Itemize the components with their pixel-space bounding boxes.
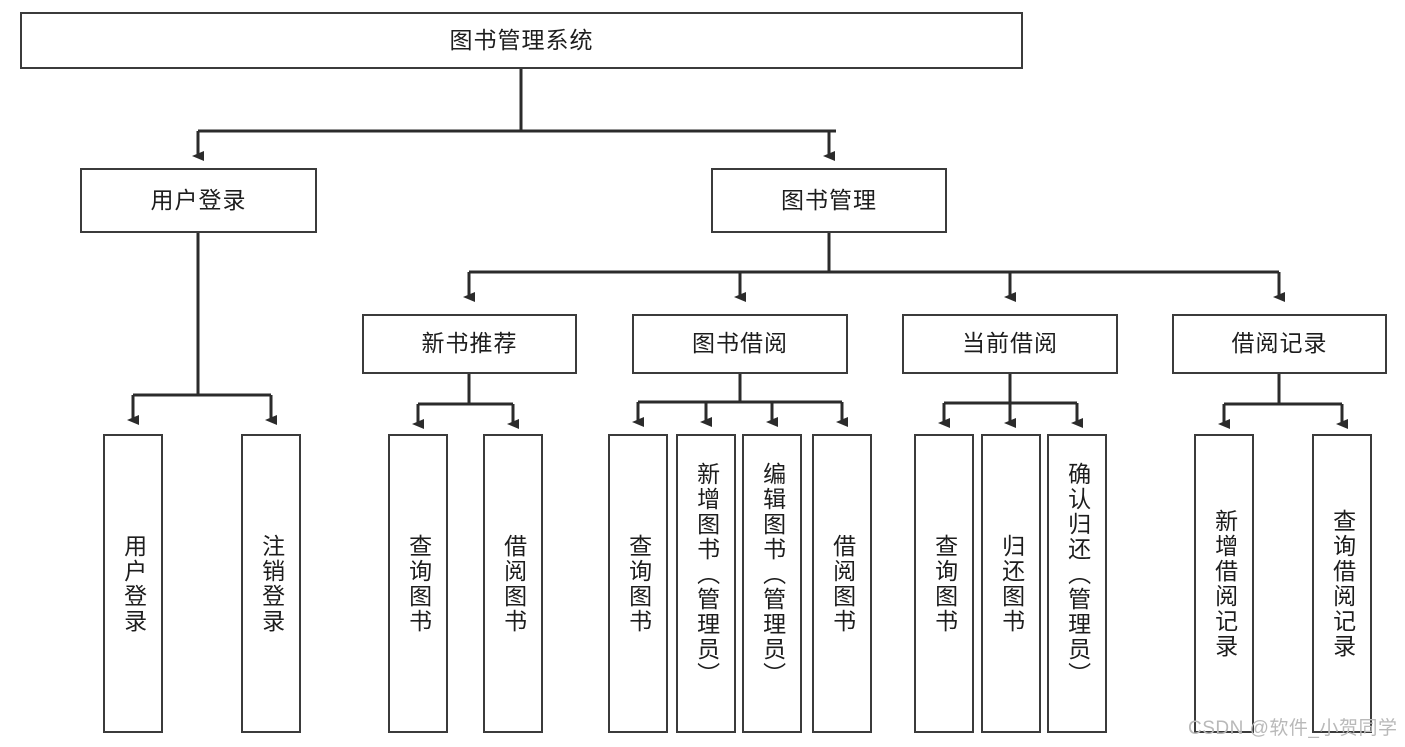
node-root-system[interactable]: 图书管理系统 xyxy=(20,12,1023,69)
leaf-label: 用户登录 xyxy=(120,533,147,634)
node-book-borrow[interactable]: 图书借阅 xyxy=(632,314,848,374)
leaf-label: 确认归还（管理员） xyxy=(1064,462,1091,687)
leaf-label: 查询借阅记录 xyxy=(1329,508,1356,659)
leaf-borrow-book-2[interactable]: 借阅图书 xyxy=(812,434,872,733)
leaf-label: 归还图书 xyxy=(998,533,1025,634)
leaf-confirm-return[interactable]: 确认归还（管理员） xyxy=(1047,434,1107,733)
leaf-query-book-3[interactable]: 查询图书 xyxy=(914,434,974,733)
leaf-label: 新增图书（管理员） xyxy=(693,462,720,687)
leaf-query-book-1[interactable]: 查询图书 xyxy=(388,434,448,733)
node-new-book-recommend[interactable]: 新书推荐 xyxy=(362,314,577,374)
leaf-query-record[interactable]: 查询借阅记录 xyxy=(1312,434,1372,733)
node-user-login[interactable]: 用户登录 xyxy=(80,168,317,233)
leaf-edit-book[interactable]: 编辑图书（管理员） xyxy=(742,434,802,733)
node-current-borrow[interactable]: 当前借阅 xyxy=(902,314,1118,374)
leaf-logout-login[interactable]: 注销登录 xyxy=(241,434,301,733)
leaf-user-login[interactable]: 用户登录 xyxy=(103,434,163,733)
leaf-label: 借阅图书 xyxy=(500,533,527,634)
csdn-watermark: CSDN @软件_小贺同学 xyxy=(1188,718,1398,739)
leaf-borrow-book-1[interactable]: 借阅图书 xyxy=(483,434,543,733)
leaf-label: 借阅图书 xyxy=(829,533,856,634)
leaf-label: 查询图书 xyxy=(625,533,652,634)
leaf-label: 注销登录 xyxy=(258,533,285,634)
leaf-label: 查询图书 xyxy=(931,533,958,634)
leaf-label: 查询图书 xyxy=(405,533,432,634)
leaf-return-book[interactable]: 归还图书 xyxy=(981,434,1041,733)
leaf-label: 新增借阅记录 xyxy=(1211,508,1238,659)
leaf-add-book[interactable]: 新增图书（管理员） xyxy=(676,434,736,733)
leaf-query-book-2[interactable]: 查询图书 xyxy=(608,434,668,733)
node-book-management[interactable]: 图书管理 xyxy=(711,168,947,233)
node-borrow-record[interactable]: 借阅记录 xyxy=(1172,314,1387,374)
leaf-add-record[interactable]: 新增借阅记录 xyxy=(1194,434,1254,733)
leaf-label: 编辑图书（管理员） xyxy=(759,462,786,687)
